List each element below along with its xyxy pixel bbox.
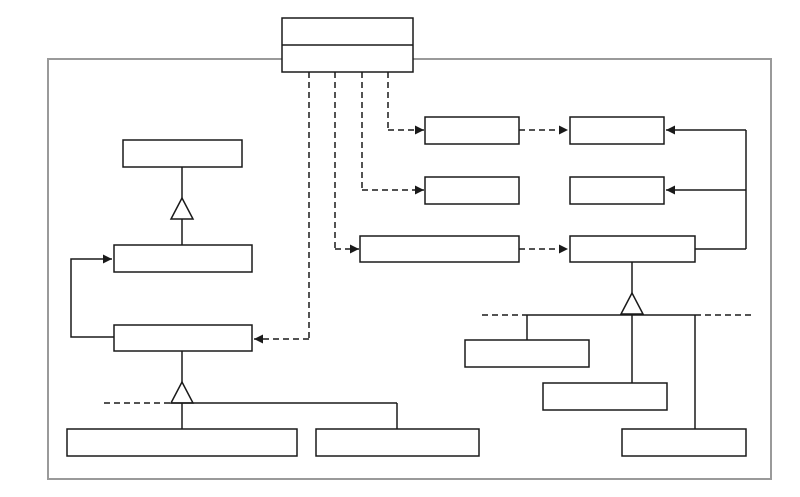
left-hierarchy (66, 139, 480, 457)
left-bottom-class-2 (315, 428, 480, 457)
right-subclass-2 (542, 382, 668, 411)
center-class-3 (359, 235, 520, 263)
right-column (464, 116, 755, 457)
association-arrow (70, 254, 114, 338)
right-class-3 (569, 235, 696, 263)
center-class-1 (424, 116, 520, 145)
inheritance-triangle (169, 196, 195, 220)
center-column (359, 116, 568, 263)
right-class-1 (569, 116, 665, 145)
right-class-2 (569, 176, 665, 205)
left-base-class (122, 139, 243, 168)
left-bottom-class-1 (66, 428, 298, 457)
left-middle-class (113, 244, 253, 273)
center-class-2 (424, 176, 520, 205)
top-hierarchy (254, 17, 424, 344)
inheritance-triangle (619, 291, 645, 315)
left-lower-class (113, 324, 253, 352)
right-subclass-1 (464, 339, 590, 368)
inheritance-triangle (169, 380, 195, 404)
right-subclass-3 (621, 428, 747, 457)
